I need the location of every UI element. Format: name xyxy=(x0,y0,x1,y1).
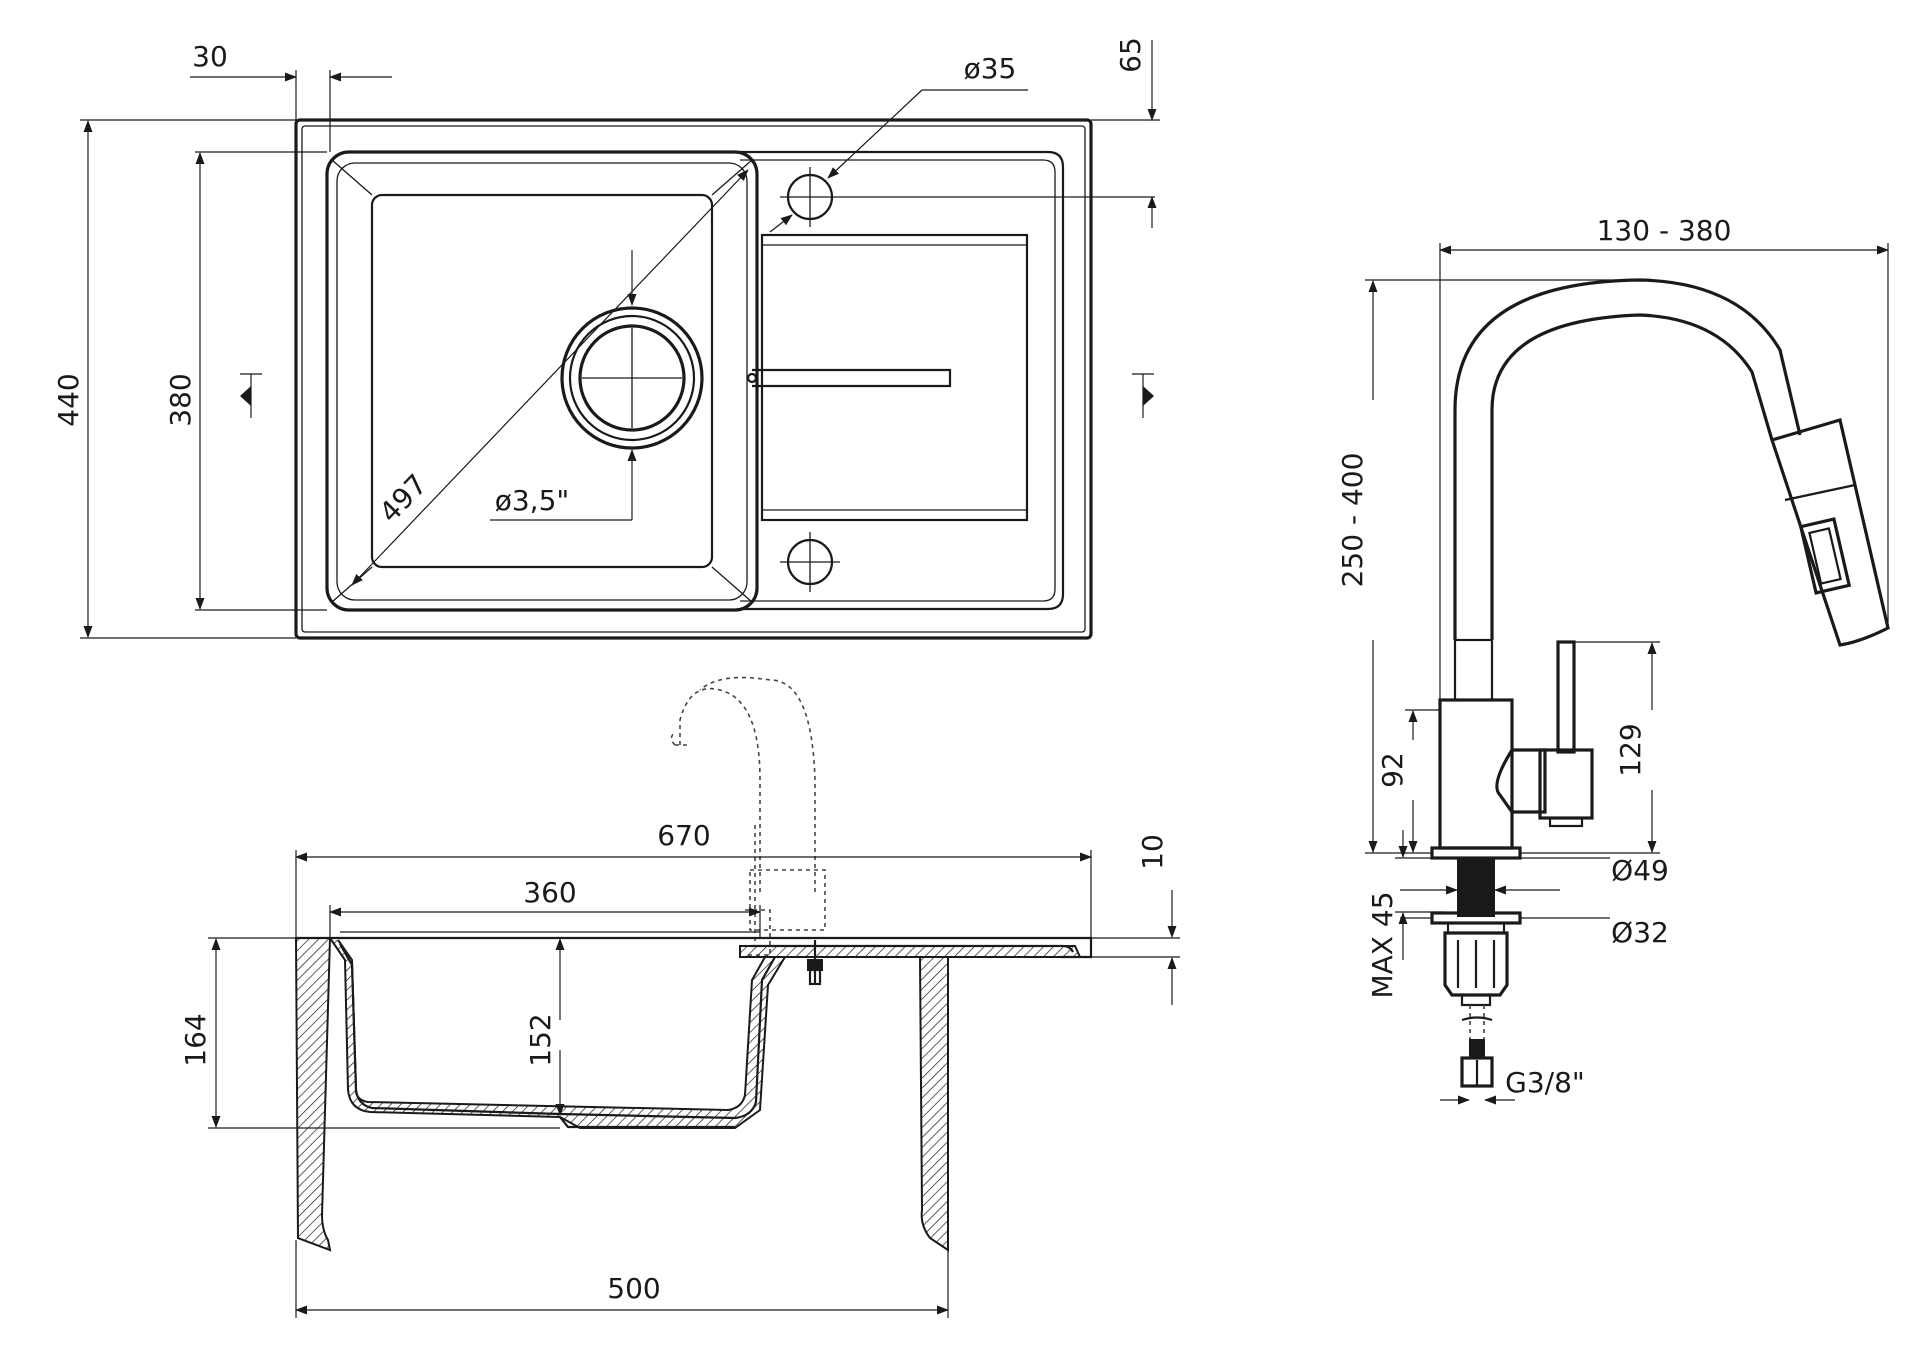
sink-section-view: 670 360 10 164 152 500 xyxy=(179,676,1180,1318)
dim-152: 152 xyxy=(524,1013,557,1066)
dim-drain: ø3,5" xyxy=(495,484,570,517)
dim-360: 360 xyxy=(523,876,576,909)
dim-tap-hole: ø35 xyxy=(964,52,1017,85)
dim-shank-diameter: Ø32 xyxy=(1611,916,1669,949)
cabinet-wall-left xyxy=(294,937,332,1252)
dim-497: 497 xyxy=(373,468,434,529)
dim-500: 500 xyxy=(607,1272,660,1305)
faucet-view: 130 - 380 250 - 400 92 129 Ø49 Ø32 MAX 4 xyxy=(1336,214,1890,1105)
nut xyxy=(1443,931,1509,997)
sink-top-view: 30 65 ø35 440 380 497 ø3 xyxy=(52,37,1160,640)
dim-164: 164 xyxy=(179,1013,212,1066)
dim-30: 30 xyxy=(192,40,228,73)
cabinet-wall-right xyxy=(918,956,949,1252)
dim-92: 92 xyxy=(1376,752,1409,788)
lever-base xyxy=(1538,748,1594,820)
spray-head xyxy=(1769,417,1890,647)
sink-outline xyxy=(294,118,1093,640)
dim-670: 670 xyxy=(657,819,710,852)
dim-reach: 130 - 380 xyxy=(1597,214,1732,247)
dim-base-diameter: Ø49 xyxy=(1611,854,1669,887)
faucet-shank xyxy=(1457,857,1495,917)
faucet-base xyxy=(1430,846,1522,860)
lever-handle xyxy=(1556,640,1576,754)
faucet-spout xyxy=(1453,278,1802,640)
dim-440: 440 xyxy=(52,373,85,426)
bowl-outline xyxy=(325,150,759,612)
dim-connector: G3/8" xyxy=(1505,1066,1585,1099)
overflow-slot xyxy=(752,368,952,388)
drainboard-section xyxy=(739,945,1082,958)
dim-129: 129 xyxy=(1614,723,1647,776)
faucet-body xyxy=(1438,698,1514,850)
dim-10: 10 xyxy=(1136,834,1169,870)
spray-button xyxy=(1798,517,1852,595)
dim-65: 65 xyxy=(1114,37,1147,73)
faucet-ghost xyxy=(679,687,761,892)
dim-380: 380 xyxy=(164,373,197,426)
dim-max-45: MAX 45 xyxy=(1366,891,1399,998)
hose-connector xyxy=(1469,1039,1485,1059)
drainboard-outline xyxy=(740,150,1065,611)
dim-height: 250 - 400 xyxy=(1336,453,1369,588)
drainboard-grooves xyxy=(760,233,1029,522)
